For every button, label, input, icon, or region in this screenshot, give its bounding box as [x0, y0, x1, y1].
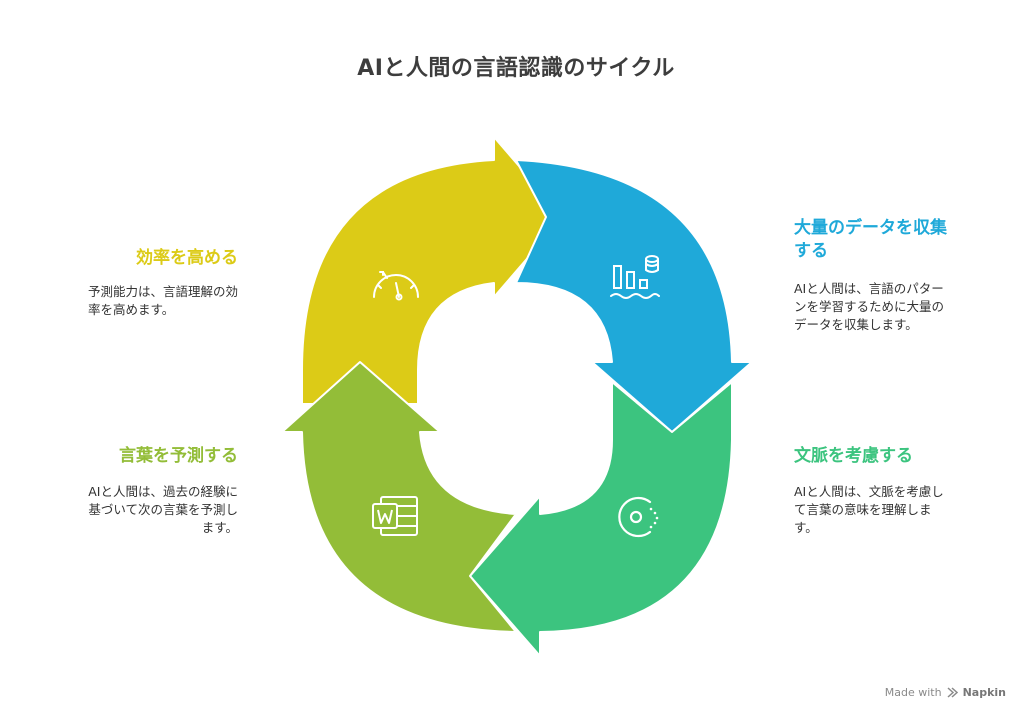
step-title-predict-line-1: 言葉を予測する: [119, 446, 238, 466]
step-desc-predict-line-2: 基づいて次の言葉を予測し: [88, 502, 238, 517]
step-desc-predict-line-3: ます。: [201, 520, 238, 535]
page-title: AIと人間の言語認識のサイクル: [357, 56, 675, 81]
footer-watermark: Made with Napkin: [885, 686, 1006, 699]
step-desc-collect-line-1: AIと人間は、言語のパター: [794, 281, 944, 296]
step-title-collect-line-1: 大量のデータを収集: [794, 218, 947, 238]
step-title-efficiency: 効率を高める: [136, 247, 238, 270]
step-title-collect-line-2: する: [794, 241, 828, 261]
step-desc-predict-line-1: AIと人間は、過去の経験に: [88, 484, 238, 499]
step-desc-collect: AIと人間は、言語のパター ンを学習するために大量の データを収集します。: [794, 280, 944, 334]
word-document-icon: [372, 496, 418, 536]
step-desc-efficiency-line-1: 予測能力は、言語理解の効: [87, 284, 238, 299]
step-desc-context-line-2: て言葉の意味を理解しま: [794, 502, 932, 517]
step-desc-collect-line-3: データを収集します。: [794, 317, 918, 332]
footer-made-with: Made with: [884, 686, 942, 699]
step-desc-efficiency-line-2: 率を高めます。: [87, 302, 175, 317]
speedometer-icon: [373, 271, 419, 301]
segment-collect: [515, 159, 753, 433]
segment-context: [469, 381, 733, 657]
step-desc-context-line-3: す。: [794, 520, 818, 535]
footer-brand: Napkin: [962, 686, 1006, 699]
step-title-predict: 言葉を予測する: [119, 445, 238, 468]
step-title-context-line-1: 文脈を考慮する: [794, 446, 913, 466]
step-desc-efficiency: 予測能力は、言語理解の効 率を高めます。: [88, 283, 238, 319]
step-desc-context: AIと人間は、文脈を考慮し て言葉の意味を理解しま す。: [794, 483, 944, 537]
step-desc-context-line-1: AIと人間は、文脈を考慮し: [794, 484, 944, 499]
context-circle-icon: [618, 496, 659, 538]
database-chart-icon: [610, 255, 660, 299]
napkin-logo-icon: [947, 687, 958, 698]
step-desc-collect-line-2: ンを学習するために大量の: [794, 299, 945, 314]
step-title-context: 文脈を考慮する: [794, 445, 913, 468]
step-title-collect: 大量のデータを収集 する: [794, 217, 947, 263]
step-title-efficiency-line-1: 効率を高める: [136, 248, 238, 268]
segment-efficiency: [301, 136, 564, 405]
step-desc-predict: AIと人間は、過去の経験に 基づいて次の言葉を予測し ます。: [88, 483, 238, 537]
